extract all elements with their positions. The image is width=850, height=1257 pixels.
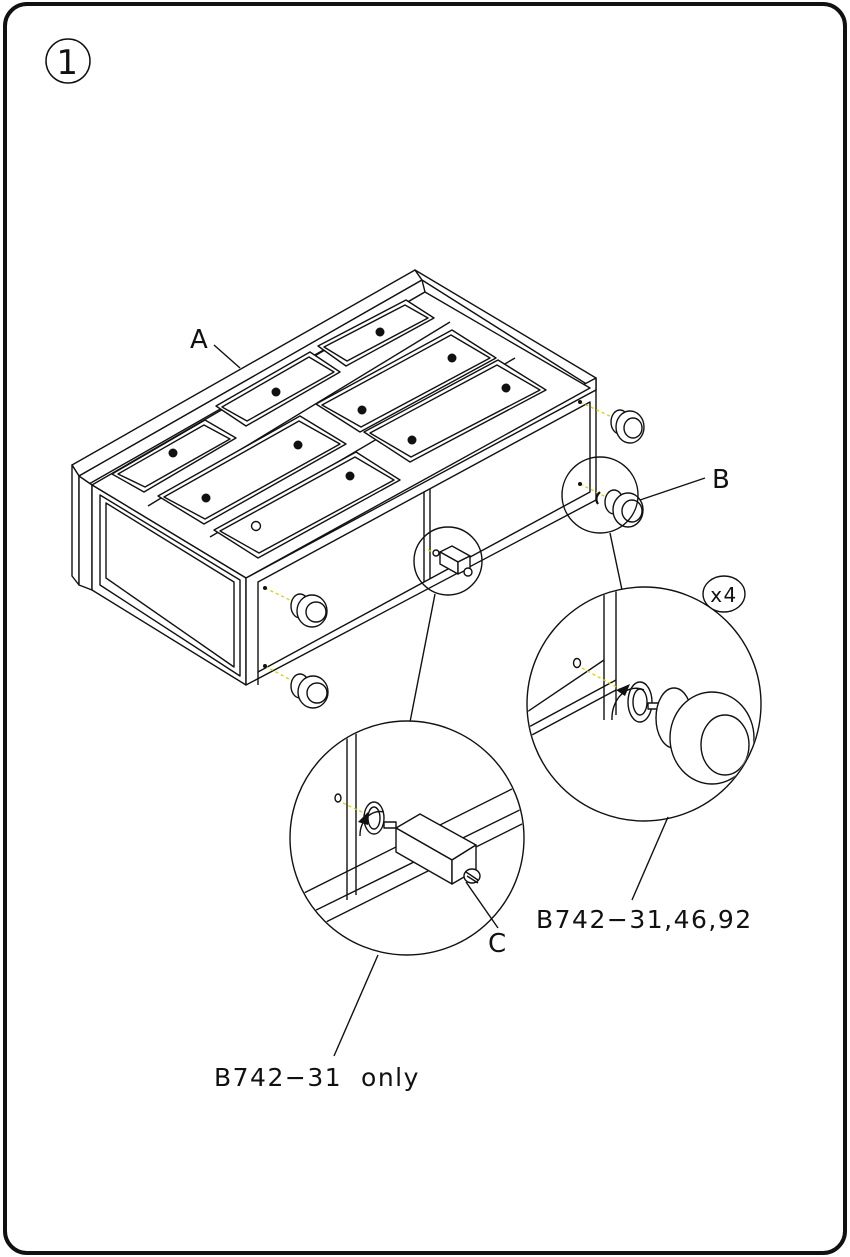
knob-left-lower xyxy=(263,664,329,709)
detail-B xyxy=(526,586,762,822)
label-cabinet: A xyxy=(190,325,209,355)
connector-B xyxy=(609,532,623,591)
drawer-1 xyxy=(111,419,237,493)
drawer-2 xyxy=(215,351,341,427)
drawer-3 xyxy=(317,299,435,367)
callout-small-C xyxy=(413,526,483,596)
knob-right-lower xyxy=(578,482,644,528)
leader-adapter-models xyxy=(333,954,379,1057)
detail-C xyxy=(289,720,525,956)
drawer-4 xyxy=(157,415,347,525)
knob-right-upper xyxy=(578,400,645,444)
adapter-on-cabinet xyxy=(427,545,473,577)
label-knob-models: B742−31,46,92 xyxy=(536,905,753,934)
drawer-7 xyxy=(363,359,547,463)
quantity-oval xyxy=(702,575,746,613)
label-knob: B xyxy=(712,465,731,495)
leader-C xyxy=(465,881,499,929)
page-frame xyxy=(3,2,847,1255)
leader-B xyxy=(639,477,706,501)
knob-left-upper xyxy=(263,586,328,628)
callout-small-B xyxy=(561,456,639,534)
step-circle xyxy=(45,38,91,84)
step-badge: 1 xyxy=(45,38,91,84)
connector-C xyxy=(409,593,436,723)
cabinet-A xyxy=(71,269,597,686)
drawer-6 xyxy=(213,451,401,559)
quantity-badge: x4 xyxy=(702,575,746,613)
quantity-text: x4 xyxy=(710,583,738,607)
label-adapter: C xyxy=(488,929,508,959)
step-number: 1 xyxy=(56,43,79,83)
drawer-5 xyxy=(315,329,497,433)
leader-knob-models xyxy=(631,816,669,901)
leader-A xyxy=(213,344,241,369)
label-adapter-models: B742−31 only xyxy=(214,1063,420,1092)
